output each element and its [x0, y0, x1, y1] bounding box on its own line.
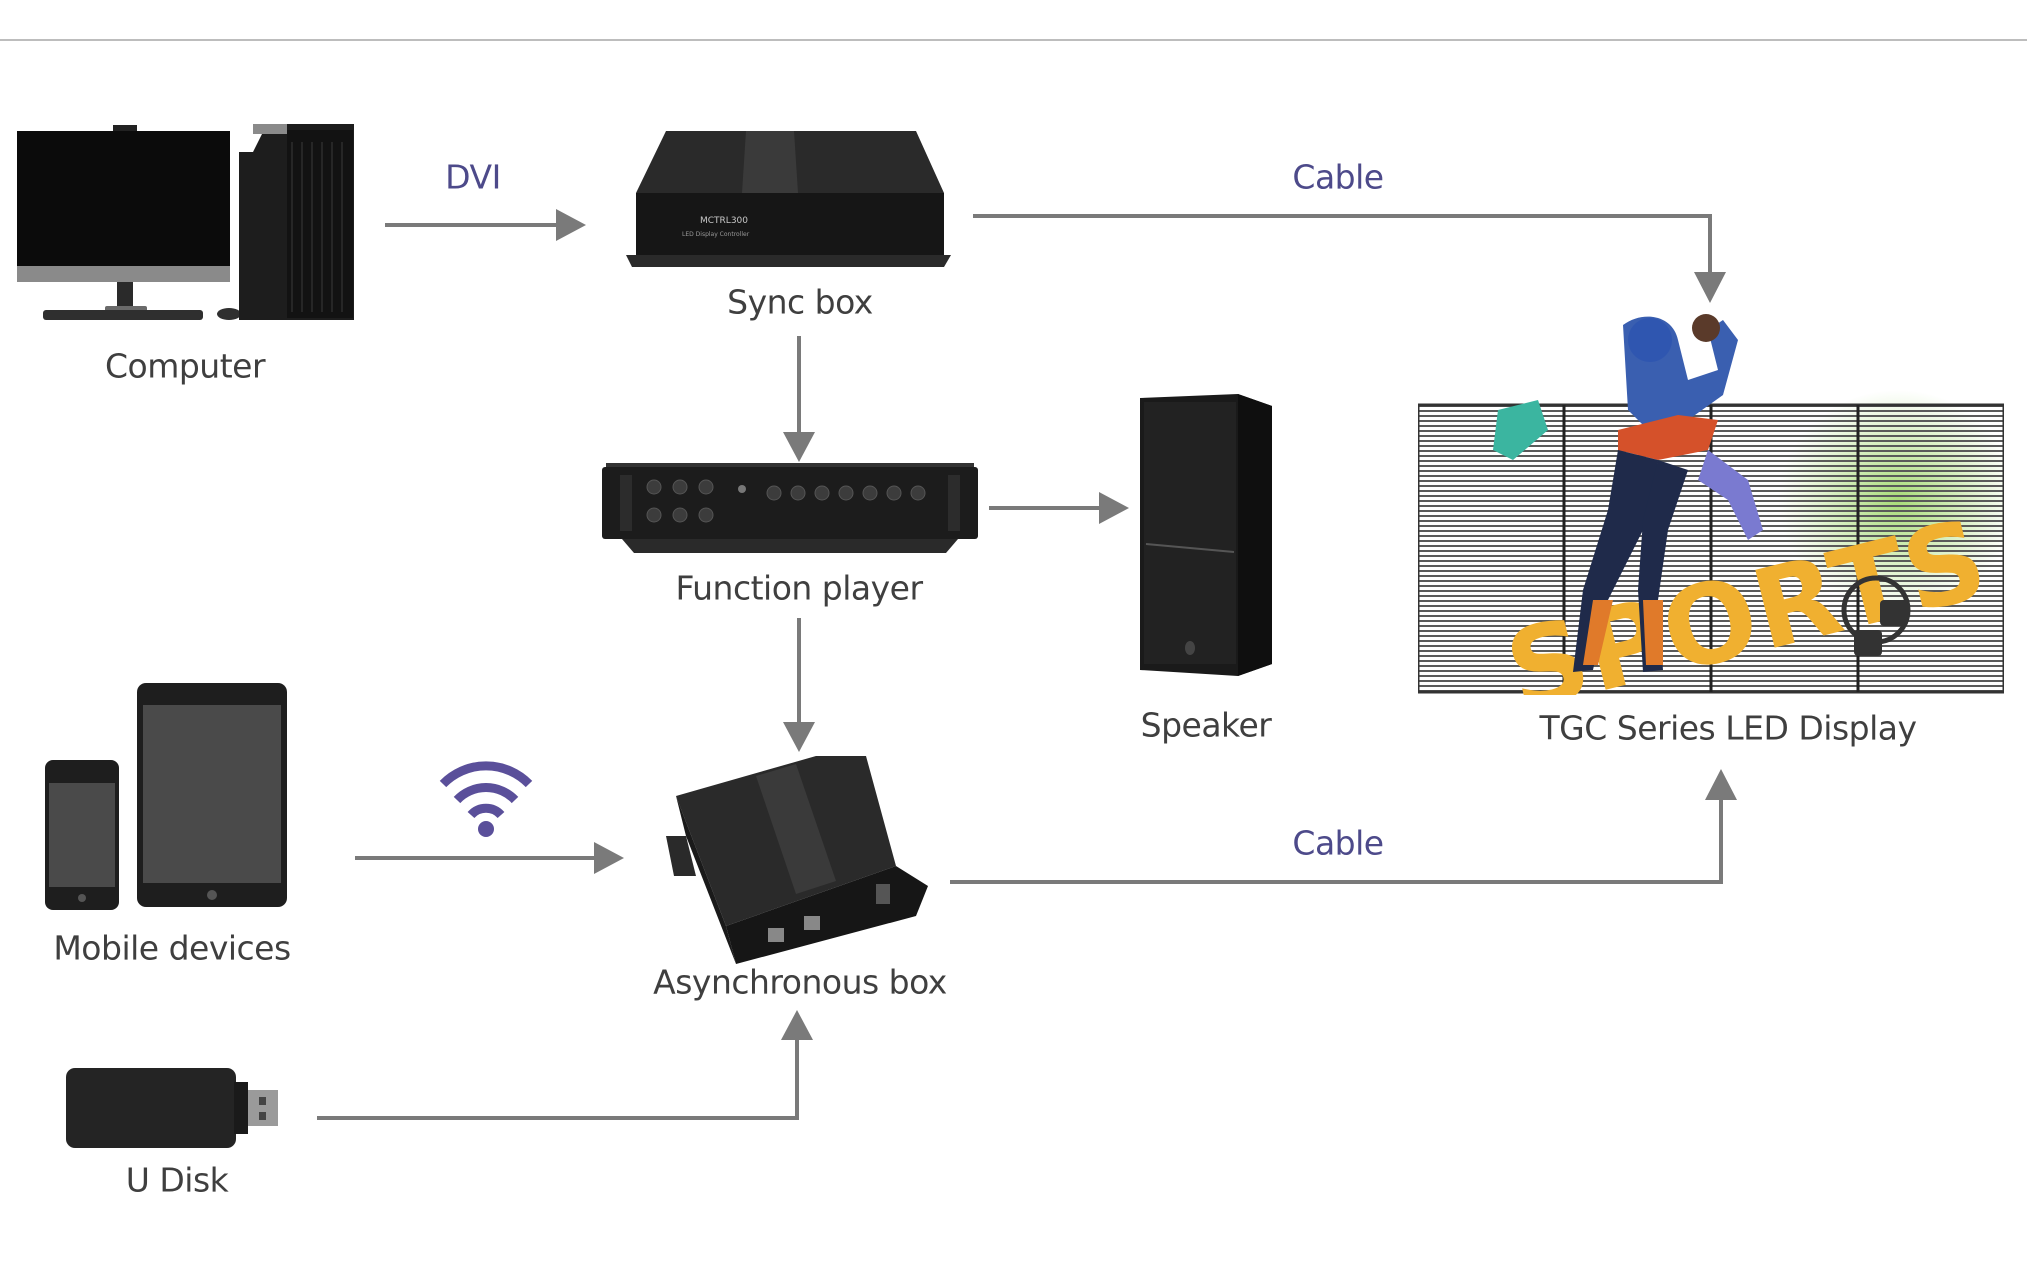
edge-label-dvi: DVI	[445, 157, 501, 197]
led-display-icon: SPORTS	[1416, 314, 2018, 737]
mobile-devices-icon	[45, 683, 287, 910]
function-player-node	[602, 463, 978, 555]
edge-label-cable-bottom: Cable	[1292, 823, 1384, 863]
sync-box-model-text: MCTRL300	[700, 216, 748, 226]
led-display-node: SPORTS	[1416, 300, 2018, 737]
arrowhead-dvi	[556, 209, 586, 241]
asynchronous-box-node	[666, 756, 932, 964]
node-label-speaker: Speaker	[1140, 705, 1272, 745]
wifi-node	[437, 758, 535, 838]
sync-box-node: MCTRL300 LED Display Controller	[626, 129, 951, 271]
usb-drive-icon	[66, 1068, 278, 1148]
node-label-display: TGC Series LED Display	[1539, 708, 1917, 748]
usb-drive-node	[66, 1068, 278, 1150]
arrowhead-sync-to-function	[783, 432, 815, 462]
arrowhead-udisk-to-async	[781, 1010, 813, 1040]
arrowhead-function-to-async	[783, 722, 815, 752]
computer-node	[17, 122, 357, 322]
edge-label-cable-top: Cable	[1292, 157, 1384, 197]
node-label-asynchronous-box: Asynchronous box	[653, 962, 947, 1002]
arrowhead-function-to-speaker	[1099, 492, 1129, 524]
arrow-udisk-to-async	[317, 1035, 799, 1120]
arrowhead-mobile-to-async	[594, 842, 624, 874]
node-label-computer: Computer	[104, 346, 266, 386]
node-label-sync-box: Sync box	[727, 282, 873, 322]
node-label-udisk: U Disk	[125, 1160, 229, 1200]
function-player-icon	[602, 463, 978, 553]
wifi-icon	[439, 761, 533, 837]
node-label-function-player: Function player	[675, 568, 923, 608]
sync-box-subtext: LED Display Controller	[682, 231, 750, 238]
arrowhead-cable-bottom	[1705, 769, 1737, 800]
speaker-icon	[1140, 394, 1272, 676]
arrow-cable-top	[973, 214, 1712, 278]
sync-box-icon: MCTRL300 LED Display Controller	[626, 131, 951, 267]
node-label-mobile-devices: Mobile devices	[53, 928, 291, 968]
arrowhead-cable-top	[1694, 272, 1726, 303]
top-divider	[0, 39, 2027, 41]
mobile-devices-node	[45, 683, 289, 911]
desktop-computer-icon	[17, 124, 354, 320]
speaker-node	[1138, 394, 1272, 676]
asynchronous-box-icon	[666, 756, 928, 964]
arrow-cable-bottom	[950, 795, 1723, 884]
